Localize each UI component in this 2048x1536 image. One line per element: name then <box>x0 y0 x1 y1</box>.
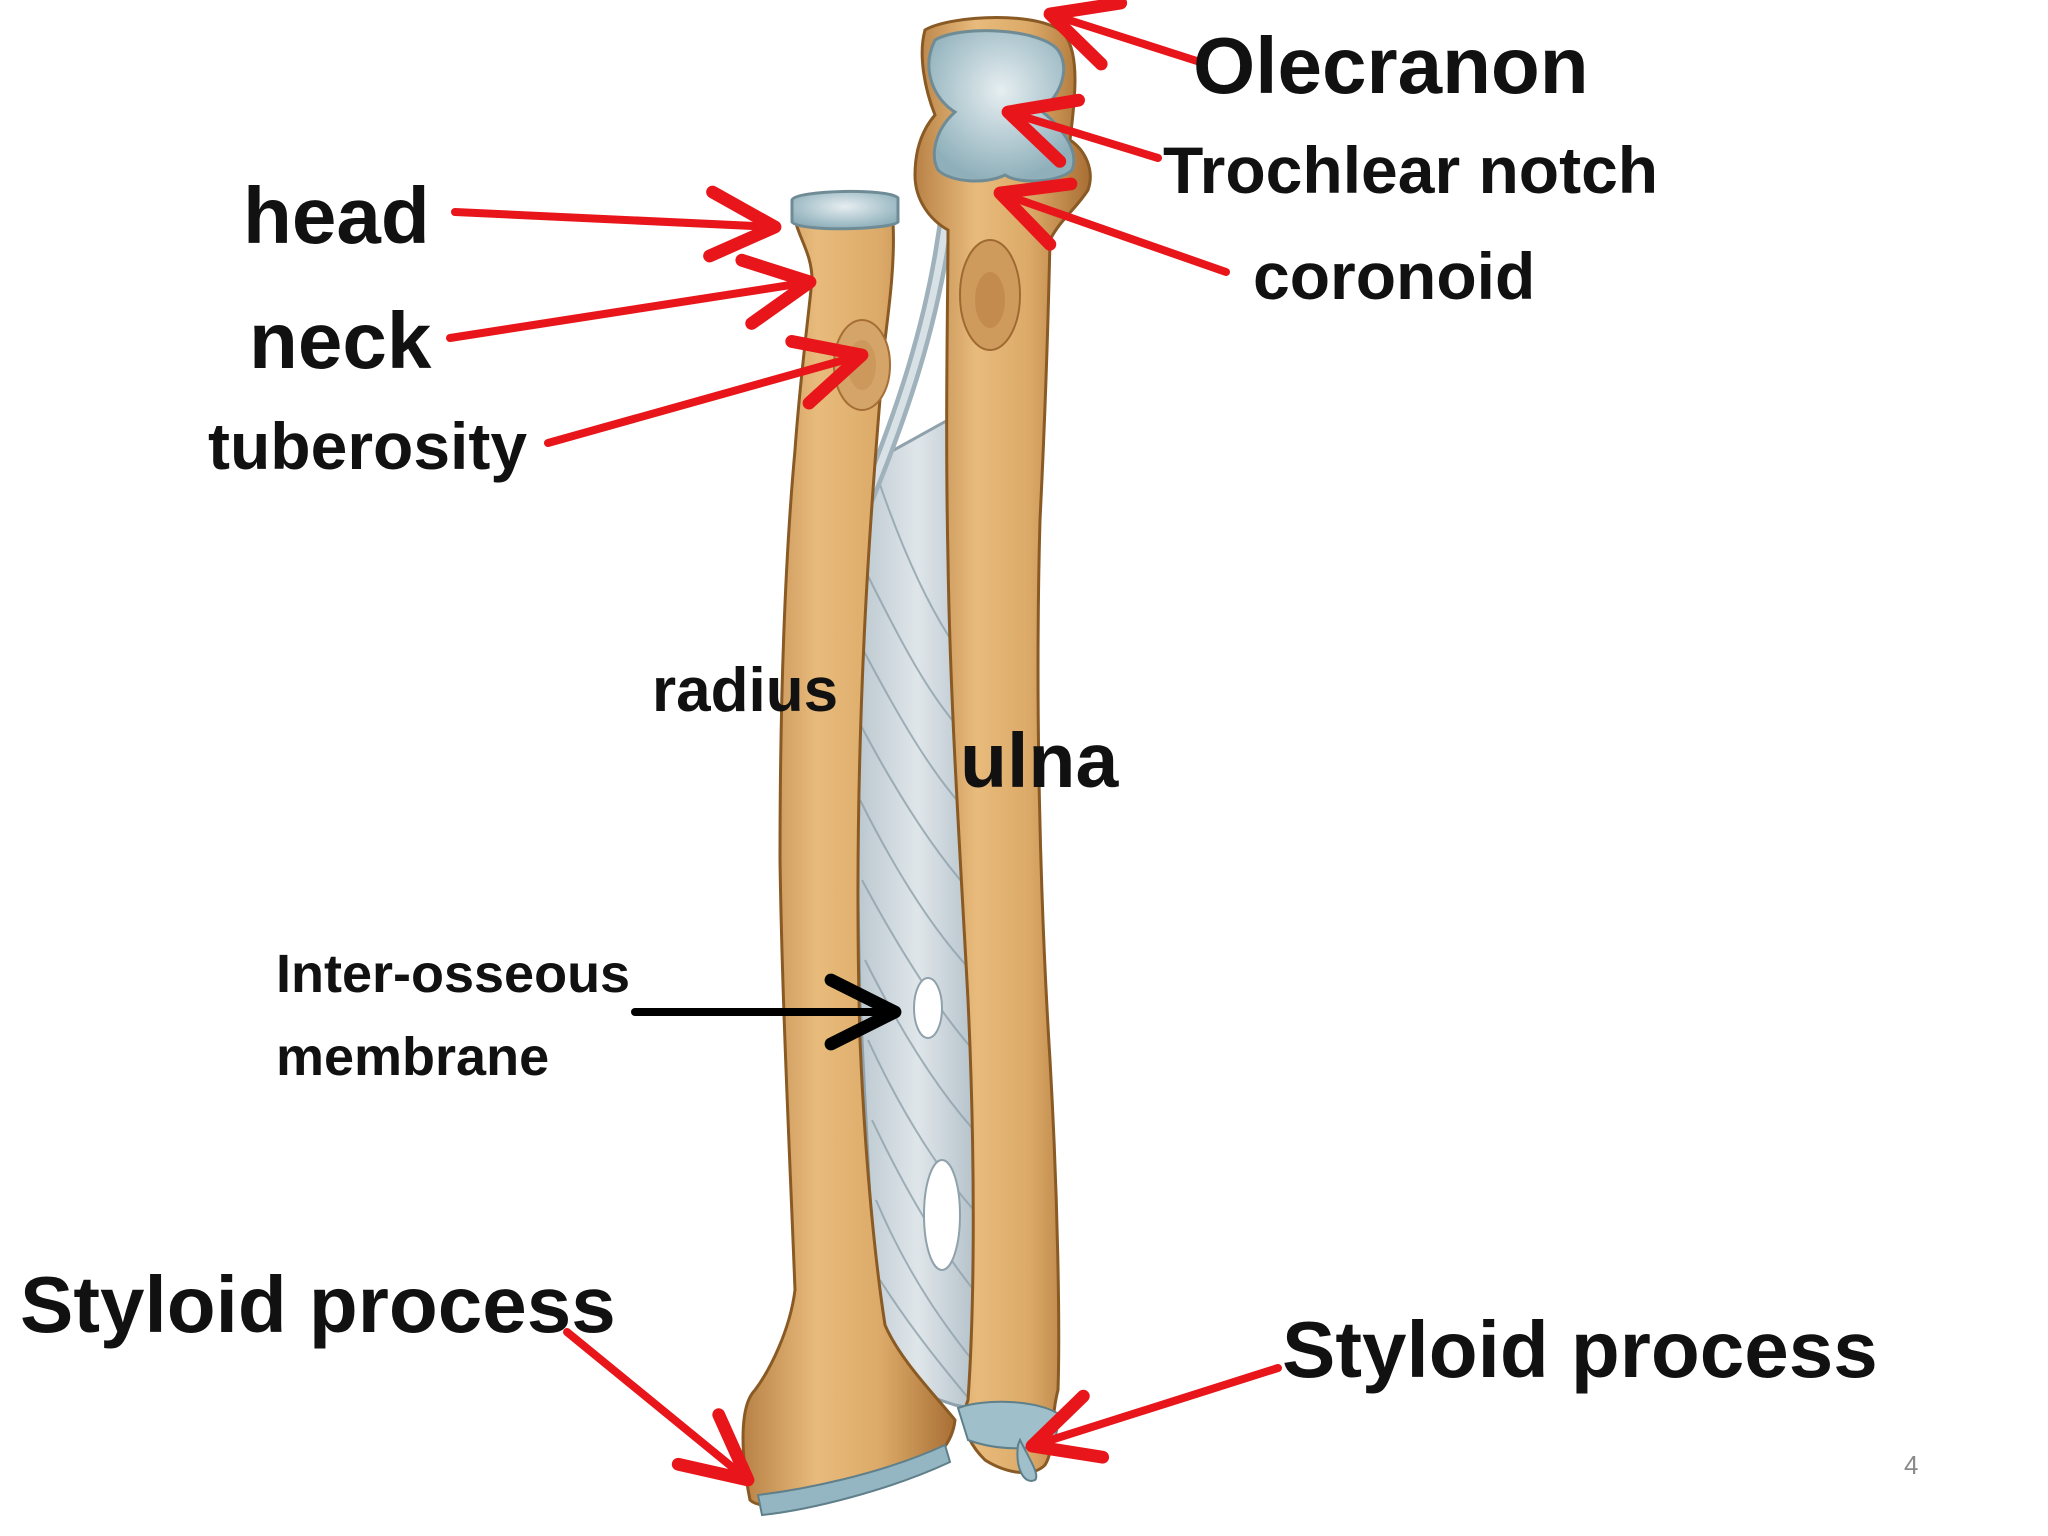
arrow-head <box>451 185 782 263</box>
arrow-olecranon <box>1043 0 1204 71</box>
arrow-coronoid <box>993 177 1230 276</box>
label-olecranon: Olecranon <box>1193 21 1589 110</box>
arrow-trochlear-notch <box>1001 93 1162 168</box>
label-trochlear-notch: Trochlear notch <box>1163 133 1659 207</box>
arrow-neck <box>446 253 817 342</box>
arrow-styloid-right <box>1025 1364 1282 1464</box>
label-radius: radius <box>652 656 839 725</box>
label-coronoid: coronoid <box>1253 239 1536 313</box>
page-number: 4 <box>1904 1450 1919 1480</box>
annotation-arrows <box>446 0 1282 1487</box>
label-styloid-process-ulna: Styloid process <box>1282 1305 1878 1394</box>
label-tuberosity: tuberosity <box>208 409 528 483</box>
label-neck: neck <box>249 296 432 385</box>
label-head: head <box>243 171 430 260</box>
arrow-styloid-left <box>563 1328 755 1487</box>
label-ulna: ulna <box>960 718 1119 804</box>
label-inter-osseous: Inter-osseous <box>276 944 631 1004</box>
label-styloid-process-radius: Styloid process <box>20 1260 616 1349</box>
arrow-tuberosity <box>544 335 869 447</box>
label-membrane: membrane <box>276 1027 550 1087</box>
